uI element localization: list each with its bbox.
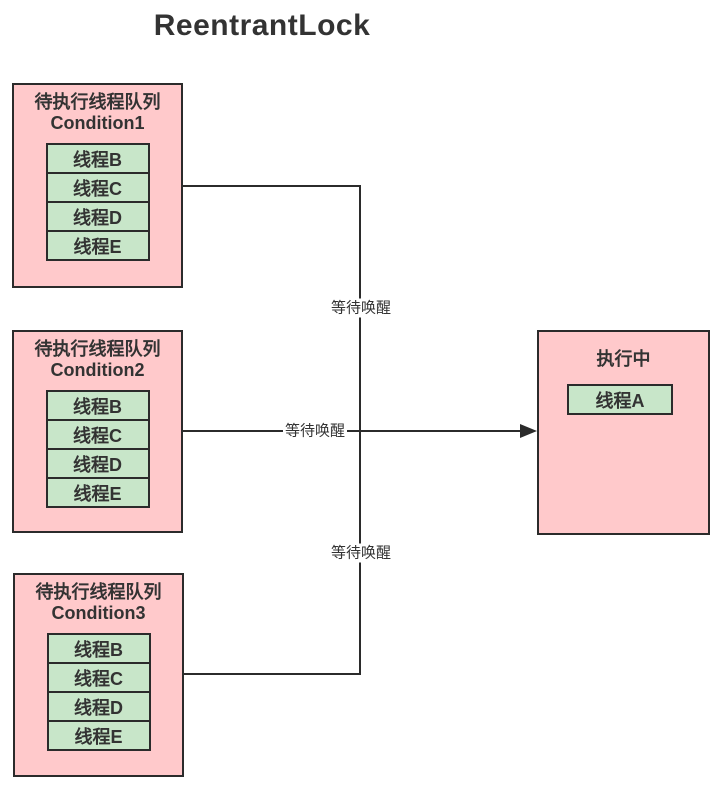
condition3-thread-stack: 线程B 线程C 线程D 线程E [46, 633, 151, 751]
connector-condition1-horizontal [183, 185, 361, 187]
thread-node: 线程C [46, 662, 151, 693]
condition2-queue-title: 待执行线程队列 Condition2 [14, 332, 181, 381]
edge-label-top: 等待唤醒 [328, 298, 394, 318]
thread-node: 线程D [45, 448, 150, 479]
thread-node: 线程B [45, 143, 150, 174]
edge-label-bottom: 等待唤醒 [328, 543, 394, 563]
condition2-queue-box: 待执行线程队列 Condition2 线程B 线程C 线程D 线程E [12, 330, 183, 533]
queue-title-line2: Condition1 [50, 113, 145, 133]
condition1-thread-stack: 线程B 线程C 线程D 线程E [45, 143, 150, 261]
condition3-queue-box: 待执行线程队列 Condition3 线程B 线程C 线程D 线程E [13, 573, 184, 777]
thread-node: 线程B [45, 390, 150, 421]
connector-condition2-to-running [183, 430, 521, 432]
thread-node: 线程E [46, 720, 151, 751]
condition2-thread-stack: 线程B 线程C 线程D 线程E [45, 390, 150, 508]
running-box-title: 执行中 [596, 349, 651, 369]
queue-title-line2: Condition2 [50, 360, 145, 380]
condition3-queue-title: 待执行线程队列 Condition3 [15, 575, 182, 624]
connector-condition3-horizontal [183, 673, 361, 675]
thread-node: 线程B [46, 633, 151, 664]
condition1-queue-box: 待执行线程队列 Condition1 线程B 线程C 线程D 线程E [12, 83, 183, 288]
thread-node: 线程E [45, 477, 150, 508]
condition1-queue-title: 待执行线程队列 Condition1 [14, 85, 181, 134]
queue-title-line1: 待执行线程队列 [34, 339, 161, 359]
thread-node: 线程D [46, 691, 151, 722]
thread-node: 线程D [45, 201, 150, 232]
queue-title-line1: 待执行线程队列 [34, 92, 161, 112]
edge-label-middle: 等待唤醒 [282, 421, 348, 441]
thread-node: 线程C [45, 419, 150, 450]
thread-node: 线程C [45, 172, 150, 203]
running-thread-node: 线程A [567, 384, 673, 415]
queue-title-line2: Condition3 [51, 603, 146, 623]
thread-node: 线程E [45, 230, 150, 261]
diagram-title: ReentrantLock [153, 9, 371, 42]
running-box: 执行中 线程A [537, 330, 710, 535]
arrowhead-icon [520, 424, 537, 438]
queue-title-line1: 待执行线程队列 [35, 582, 162, 602]
